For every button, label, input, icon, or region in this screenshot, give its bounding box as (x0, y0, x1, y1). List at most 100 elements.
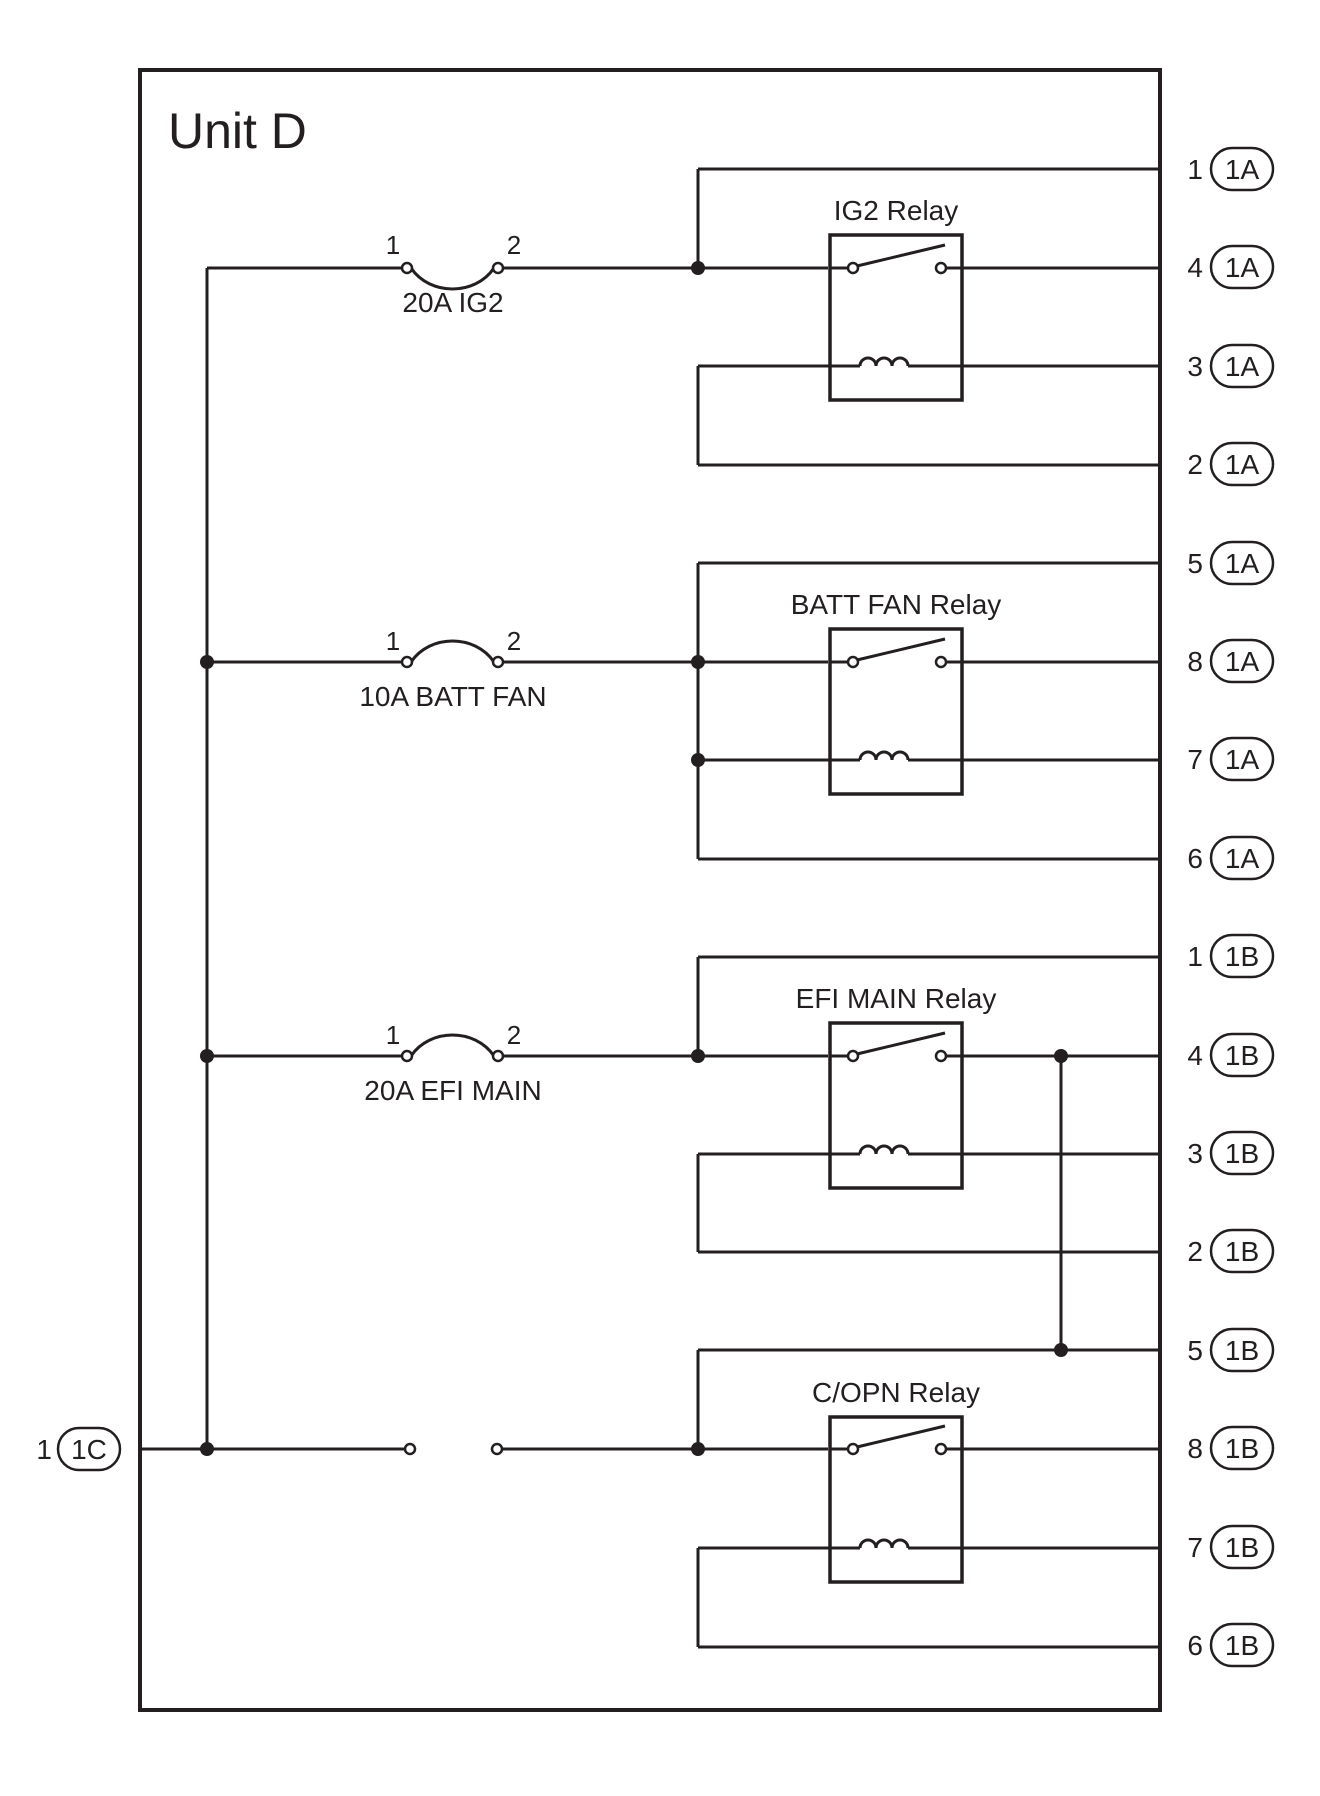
fuse-pin-left: 1 (386, 626, 400, 656)
connector-pin: 2 (1187, 449, 1203, 480)
connector-id: 1B (1225, 1335, 1259, 1366)
ig2-circuit (207, 167, 1160, 467)
connector-terminal: 2 1A (1187, 441, 1275, 487)
connector-badge (1209, 1032, 1275, 1078)
connector-terminal: 6 1B (1187, 1622, 1275, 1668)
connector-pin: 3 (1187, 1138, 1203, 1169)
fuse-label: 10A BATT FAN (359, 681, 546, 712)
connector-badge (56, 1426, 122, 1472)
ig2-relay-coil-icon (858, 356, 910, 367)
relay-label-efi-main: EFI MAIN Relay (796, 983, 997, 1014)
connector-id: 1A (1225, 154, 1260, 185)
batt-fan-relay (828, 627, 964, 796)
connector-id: 1C (71, 1434, 107, 1465)
connector-pin: 5 (1187, 1335, 1203, 1366)
connector-badge (1209, 933, 1275, 979)
connector-id: 1B (1225, 941, 1259, 972)
connector-badge (1209, 343, 1275, 389)
connector-terminal: 2 1B (1187, 1228, 1275, 1274)
efi-main-relay-coil-icon (858, 1144, 910, 1155)
unit-title: Unit D (168, 103, 307, 159)
relay-label-batt-fan: BATT FAN Relay (791, 589, 1002, 620)
fuse-pin-left: 1 (386, 230, 400, 260)
fuse-pin-right: 2 (507, 626, 521, 656)
connector-id: 1B (1225, 1433, 1259, 1464)
open-link-terminal-left (403, 1442, 417, 1456)
connector-badge (1209, 1327, 1275, 1373)
ig2-relay (828, 233, 964, 402)
connector-terminal: 5 1B (1187, 1327, 1275, 1373)
connector-id: 1B (1225, 1532, 1259, 1563)
connector-badge (1209, 736, 1275, 782)
connector-id: 1A (1225, 449, 1260, 480)
connector-pin: 5 (1187, 548, 1203, 579)
unit-frame (138, 68, 1162, 1712)
connector-terminal: 5 1A (1187, 540, 1275, 586)
connector-terminal: 1 1B (1187, 933, 1275, 979)
input-connector-1c: 1 1C (36, 1426, 122, 1472)
connector-badge (1209, 540, 1275, 586)
batt-fan-circuit (200, 561, 1160, 861)
fuse-10a-batt-fan-symbol (409, 639, 496, 663)
efi-main-circuit (200, 955, 1160, 1350)
connector-badge (1209, 1622, 1275, 1668)
fuse-20a-ig2: 1 2 20A IG2 (386, 230, 521, 318)
fuse-label: 20A EFI MAIN (364, 1075, 541, 1106)
connector-badge (1209, 146, 1275, 192)
fuse-20a-efi-main-symbol (409, 1033, 496, 1057)
fuse-20a-ig2-symbol (409, 267, 496, 291)
connector-id: 1A (1225, 646, 1260, 677)
fuse-pin-left: 1 (386, 1020, 400, 1050)
c-opn-relay-coil-icon (858, 1538, 910, 1549)
connector-id: 1A (1225, 252, 1260, 283)
fuse-pin-right: 2 (507, 230, 521, 260)
connector-badge (1209, 638, 1275, 684)
connector-badge (1209, 244, 1275, 290)
efi-main-relay (828, 1021, 964, 1190)
connector-badge (1209, 1524, 1275, 1570)
fuse-label: 20A IG2 (402, 287, 503, 318)
connector-pin: 7 (1187, 1532, 1203, 1563)
connector-terminal: 3 1A (1187, 343, 1275, 389)
batt-fan-relay-coil-icon (858, 750, 910, 761)
connector-id: 1B (1225, 1040, 1259, 1071)
relay-label-c-opn: C/OPN Relay (812, 1377, 980, 1408)
connector-pin: 1 (1187, 941, 1203, 972)
connector-badge (1209, 835, 1275, 881)
connector-terminal: 1 1A (1187, 146, 1275, 192)
connector-pin: 6 (1187, 843, 1203, 874)
open-link-terminal-right (490, 1442, 504, 1456)
connector-pin: 6 (1187, 1630, 1203, 1661)
connector-pin: 1 (36, 1434, 52, 1465)
connector-pin: 3 (1187, 351, 1203, 382)
connector-pin: 4 (1187, 1040, 1203, 1071)
c-opn-circuit (140, 1343, 1160, 1649)
connector-pin: 1 (1187, 154, 1203, 185)
fuse-pin-right: 2 (507, 1020, 521, 1050)
relay-label-ig2: IG2 Relay (834, 195, 959, 226)
connector-badge (1209, 1130, 1275, 1176)
connector-pin: 2 (1187, 1236, 1203, 1267)
connector-id: 1A (1225, 351, 1260, 382)
connector-id: 1B (1225, 1630, 1259, 1661)
c-opn-relay (828, 1415, 964, 1584)
connector-pin: 8 (1187, 1433, 1203, 1464)
connector-terminal: 4 1B (1187, 1032, 1275, 1078)
connector-terminal: 8 1B (1187, 1425, 1275, 1471)
connector-id: 1A (1225, 843, 1260, 874)
connector-badge (1209, 1425, 1275, 1471)
connector-terminal: 6 1A (1187, 835, 1275, 881)
connector-id: 1B (1225, 1236, 1259, 1267)
connector-badge (1209, 441, 1275, 487)
connector-id: 1A (1225, 744, 1260, 775)
connector-id: 1A (1225, 548, 1260, 579)
fuse-20a-efi-main: 1 2 20A EFI MAIN (364, 1020, 541, 1106)
connector-badge (1209, 1228, 1275, 1274)
fuse-10a-batt-fan: 1 2 10A BATT FAN (359, 626, 546, 712)
